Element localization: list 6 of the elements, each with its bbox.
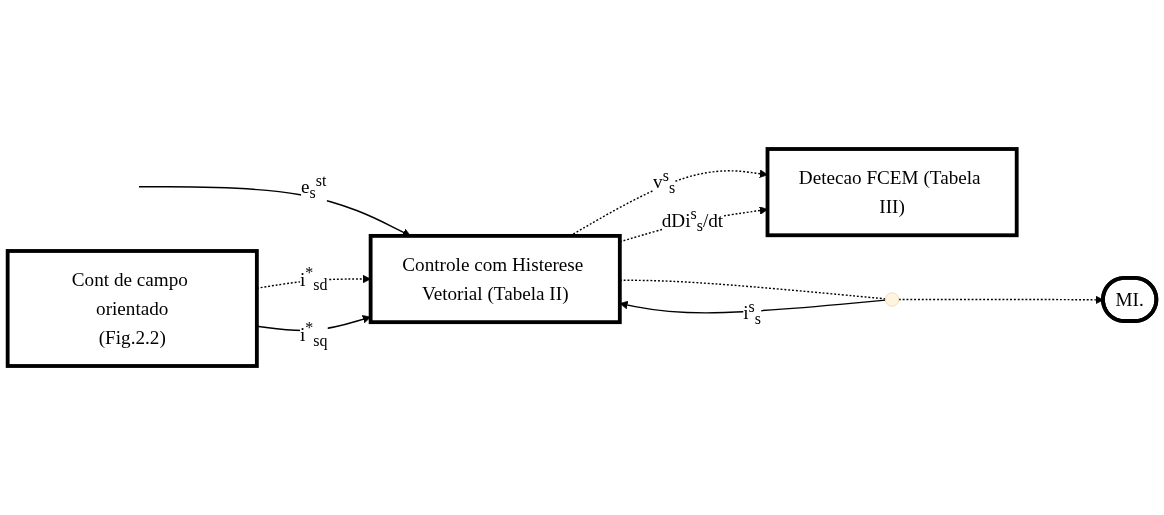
- node-box: Detecao FCEM (Tabela III): [765, 147, 1019, 238]
- edge-label: dDi$^{s}$$_{s}$/dt: [661, 204, 724, 236]
- node-box: Controle com Histerese Vetorial (Tabela II): [368, 234, 622, 325]
- arrow: [898, 295, 1104, 305]
- node-circle: [884, 292, 900, 307]
- node-box: Cont de campo orientado (Fig.2.2): [5, 249, 259, 368]
